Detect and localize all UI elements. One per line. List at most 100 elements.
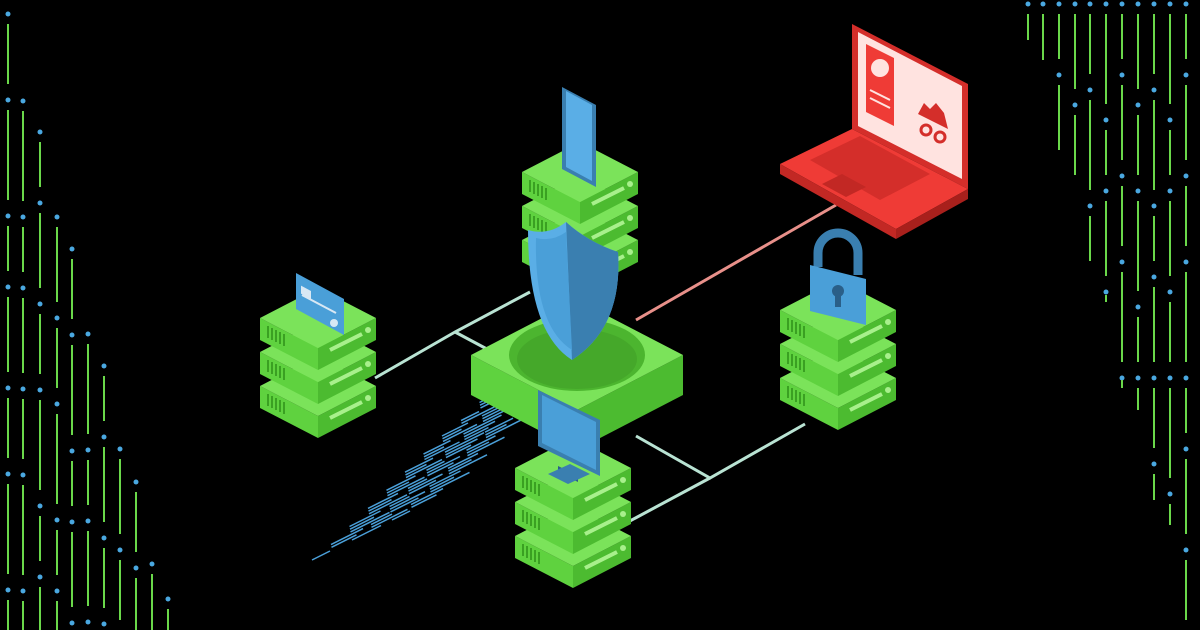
data-streak [311,550,331,561]
server-stack-right [780,228,896,430]
rain-dot [20,214,26,220]
rain-dot [85,331,91,337]
rain-dot [20,472,26,478]
central-platform [471,300,683,450]
rain-dot [20,386,26,392]
rain-dot [1183,72,1189,78]
rain-dot [69,246,75,252]
rain-dot [1072,1,1078,7]
data-streak [349,510,381,528]
data-streak [368,494,408,515]
threat-connection [635,203,837,322]
data-streak [467,436,505,457]
data-streak [441,422,469,437]
data-streak [386,481,410,494]
rain-dot [1183,1,1189,7]
data-streak [447,452,479,470]
data-streak [367,492,399,510]
data-streak [466,441,490,454]
rain-dot [69,448,75,454]
server-stack-top [522,87,638,292]
rain-dot [69,519,75,525]
rain-dot [1087,1,1093,7]
data-streak [445,444,472,459]
rain-dot [85,518,91,524]
data-streak [430,471,470,493]
rain-dot [1135,1,1141,7]
data-streak [444,432,485,453]
rain-dot [54,214,60,220]
rain-dot [101,434,107,440]
rain-dot [1056,1,1062,7]
rain-dot [37,301,43,307]
data-streak [423,446,445,458]
monitor-icon [538,390,600,484]
rain-dot [1135,375,1141,381]
rain-dot [54,315,60,321]
data-streak [484,417,514,433]
hacker-laptop-icon [780,24,968,239]
data-streak [424,441,460,461]
rain-dot [54,588,60,594]
rain-dot [165,596,171,602]
code-rain-left [5,11,171,630]
rain-dot [1087,87,1093,93]
rain-dot [5,587,11,593]
rain-dot [117,446,123,452]
rain-dot [1183,547,1189,553]
data-streak [485,423,507,436]
rain-dot [54,517,60,523]
rain-dot [101,363,107,369]
data-streak [429,470,461,488]
server-stack-left [260,273,376,438]
rain-dot [1151,87,1157,93]
data-streak [407,478,428,490]
data-streak [389,491,426,510]
data-streak [426,455,461,474]
rain-dot [1119,1,1125,7]
rain-dot [1119,173,1125,179]
padlock-icon [810,228,866,325]
rain-dot [1119,259,1125,265]
smartphone-icon [562,87,596,187]
data-streak [463,414,502,435]
rain-dot [117,547,123,553]
rain-dot [1072,102,1078,108]
rain-dot [1135,304,1141,310]
rain-dot [101,621,107,627]
rain-dot [69,332,75,338]
rain-dot [101,535,107,541]
rain-dot [1183,259,1189,265]
data-streak [442,423,478,443]
data-streak [448,458,472,472]
rain-dot [1167,375,1173,381]
data-streak [426,460,445,471]
rain-dot [1087,203,1093,209]
rain-dot [5,385,11,391]
data-streak [405,458,443,479]
data-streak [408,473,443,492]
server-stack-bottom [515,390,631,588]
data-streak [370,513,393,526]
data-streak [482,409,507,423]
rain-dot [1151,274,1157,280]
rain-dot [1167,289,1173,295]
data-streak [408,479,437,495]
rain-dot [5,284,11,290]
rain-dot [1103,117,1109,123]
data-streak [445,438,478,456]
rain-dot [1167,117,1173,123]
rain-dot [1103,188,1109,194]
data-streak [350,511,390,533]
data-streak [386,475,416,491]
rain-dot [1151,375,1157,381]
rain-dot [1183,446,1189,452]
rain-dot [1103,1,1109,7]
data-streak [390,497,419,513]
data-streak [411,494,437,508]
rain-dot [1151,461,1157,467]
rain-dot [1135,188,1141,194]
data-streak [391,510,411,521]
rain-dot [37,129,43,135]
